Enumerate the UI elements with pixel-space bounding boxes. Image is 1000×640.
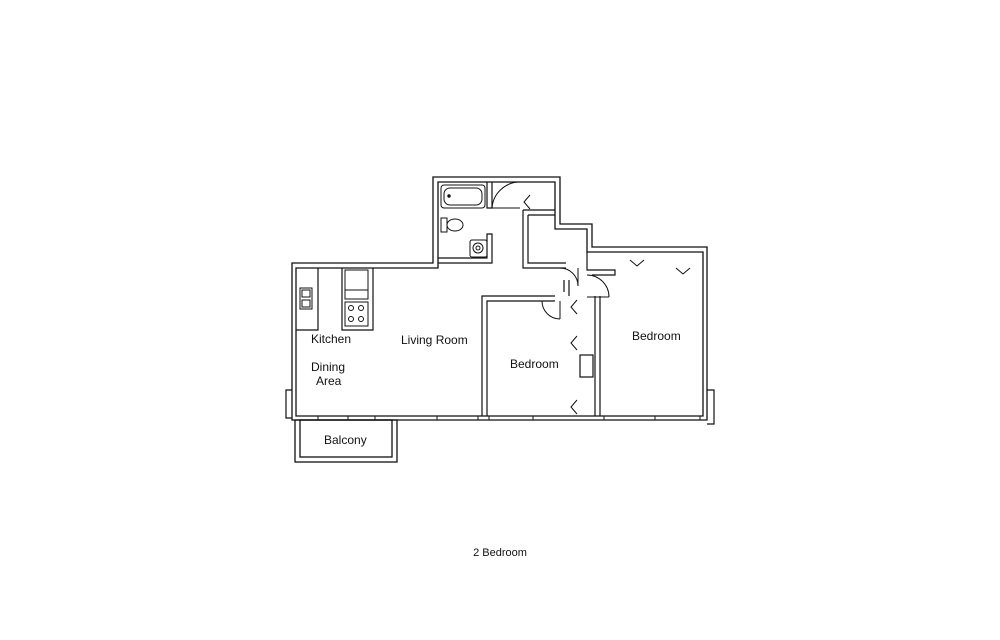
- kitchen-sink: [299, 287, 313, 310]
- room-label-dining-area: Area: [316, 374, 342, 388]
- refrigerator: [344, 269, 369, 300]
- exterior-notch: [285, 389, 715, 425]
- sink: [469, 239, 488, 258]
- windows: [317, 416, 701, 420]
- toilet: [440, 217, 464, 233]
- outer-walls: [291, 176, 708, 421]
- balcony: [294, 419, 398, 463]
- room-label-bedroom-middle: Bedroom: [510, 357, 559, 371]
- room-label-living-room: Living Room: [401, 333, 468, 347]
- doors: [491, 181, 691, 415]
- bathtub: [440, 184, 486, 209]
- room-label-balcony: Balcony: [324, 433, 367, 447]
- room-label-bedroom-right: Bedroom: [632, 329, 681, 343]
- stove: [344, 301, 369, 327]
- interior-walls: [296, 182, 616, 416]
- room-label-dining: Dining: [311, 360, 345, 374]
- room-label-kitchen: Kitchen: [311, 332, 351, 346]
- plan-caption: 2 Bedroom: [473, 547, 527, 559]
